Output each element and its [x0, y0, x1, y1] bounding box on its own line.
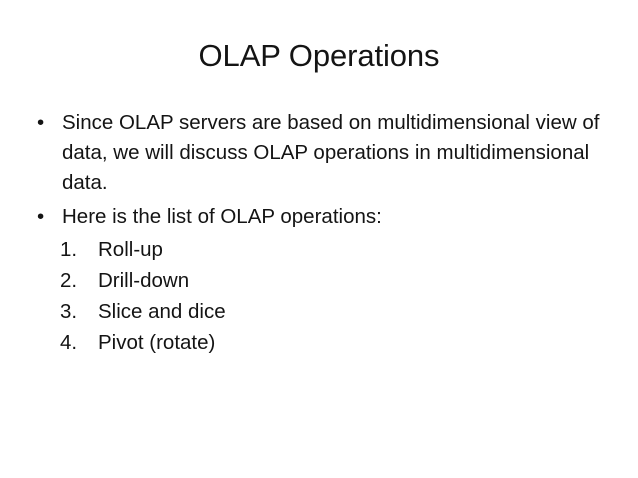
bullet-dot-icon: • [37, 205, 45, 228]
list-item-number: 2. [60, 269, 78, 292]
slide-body: • Since OLAP servers are based on multid… [30, 108, 608, 358]
page-title: OLAP Operations [198, 38, 440, 73]
list-item: 1. Roll-up [30, 234, 608, 265]
list-item-number: 4. [60, 331, 78, 354]
bullet-dot-icon: • [37, 111, 45, 134]
list-item: 4. Pivot (rotate) [30, 327, 608, 358]
list-item-number: 1. [60, 238, 78, 261]
bullet-text: Here is the list of OLAP operations: [62, 205, 382, 228]
list-item-label: Roll-up [98, 238, 163, 261]
list-item-label: Pivot (rotate) [98, 331, 216, 354]
list-item-label: Slice and dice [98, 300, 226, 323]
list-item: 3. Slice and dice [30, 296, 608, 327]
list-item-label: Drill-down [98, 269, 190, 292]
bullet-text: Since OLAP servers are based on multidim… [62, 111, 600, 194]
list-item: 2. Drill-down [30, 265, 608, 296]
list-item-number: 3. [60, 300, 78, 323]
bullet-item: • Here is the list of OLAP operations: [30, 202, 608, 232]
bullet-item: • Since OLAP servers are based on multid… [30, 108, 608, 198]
olap-operations-list: 1. Roll-up 2. Drill-down 3. Slice and di… [30, 234, 608, 358]
